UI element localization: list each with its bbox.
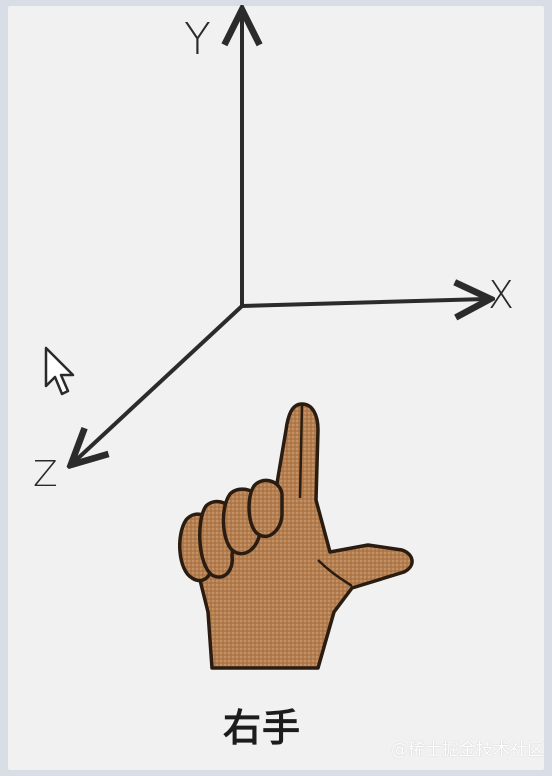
z-axis-line — [74, 304, 244, 462]
mouse-pointer-icon — [42, 346, 78, 406]
diagram-caption: 右手 — [222, 706, 301, 750]
z-axis-label: Z — [33, 454, 58, 495]
right-hand-icon — [178, 402, 414, 670]
x-axis-label: X — [488, 273, 515, 317]
source-watermark: @稀土掘金技术社区 — [391, 740, 544, 760]
y-axis-label: Y — [184, 14, 211, 65]
x-axis-line — [241, 299, 486, 306]
